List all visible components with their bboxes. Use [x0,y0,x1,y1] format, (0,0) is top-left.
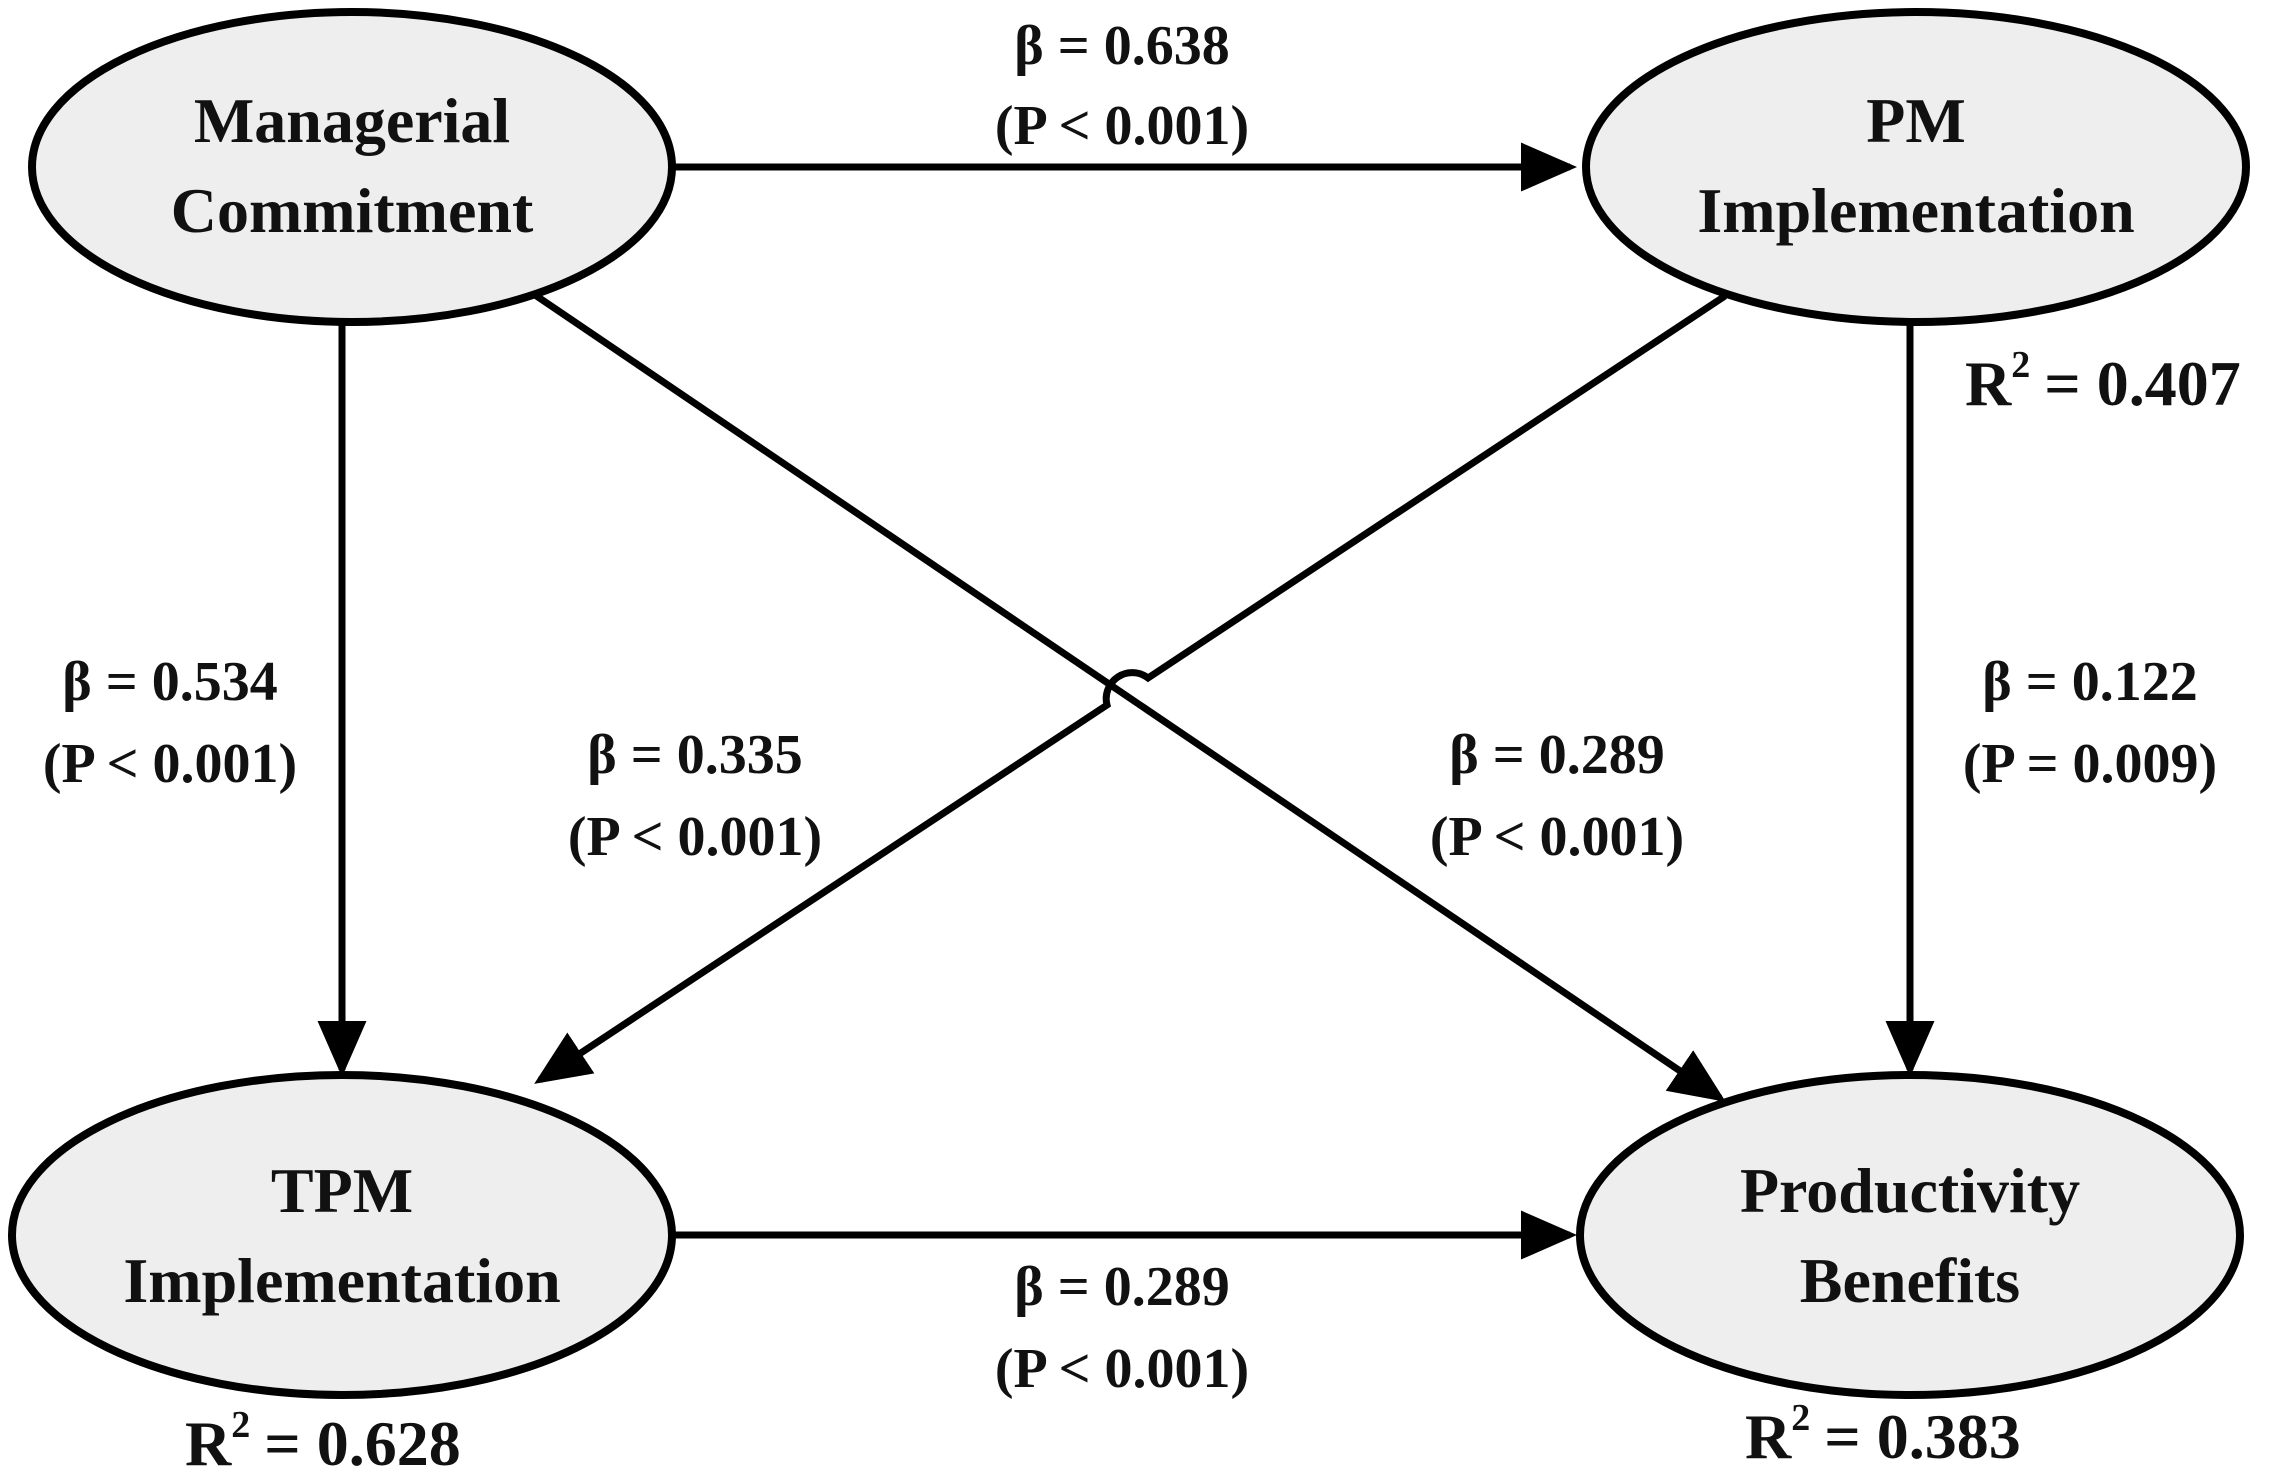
node-tpm-implementation-line1: TPM [271,1155,413,1226]
edge-mc-to-pb-label: β = 0.289 (P < 0.001) [1430,724,1684,868]
edge-tpm-to-pb-p: (P < 0.001) [995,1338,1249,1400]
r2-pb-value: = 0.383 [1824,1401,2020,1472]
r2-tpm-symbol: R [185,1408,232,1479]
r2-pm-symbol: R [1965,348,2012,419]
node-productivity-benefits-line1: Productivity [1740,1155,2080,1226]
node-productivity-benefits: Productivity Benefits [1576,1071,2244,1399]
r2-tpm-implementation: R2 = 0.628 [185,1404,461,1479]
edge-mc-to-pb-arrow [533,292,1726,1102]
node-pm-implementation-line1: PM [1866,85,1966,156]
r2-productivity-benefits: R2 = 0.383 [1745,1397,2021,1472]
edge-mc-to-pm-label: β = 0.638 (P < 0.001) [995,15,1249,157]
edge-pm-to-tpm-p: (P < 0.001) [568,806,822,868]
edge-mc-to-tpm-label: β = 0.534 (P < 0.001) [43,651,297,795]
edge-mc-to-tpm-p: (P < 0.001) [43,733,297,795]
r2-tpm-superscript: 2 [231,1404,250,1446]
edge-pm-to-pb-beta: β = 0.122 [1982,651,2197,713]
edge-tpm-to-pb-label: β = 0.289 (P < 0.001) [995,1256,1249,1400]
node-tpm-implementation-line2: Implementation [123,1245,560,1316]
edge-pm-to-tpm-beta: β = 0.335 [587,724,802,786]
edge-tpm-to-pb-beta: β = 0.289 [1014,1256,1229,1318]
r2-pm-superscript: 2 [2011,344,2030,386]
node-pm-implementation-line2: Implementation [1697,175,2134,246]
edge-mc-to-pb-beta: β = 0.289 [1449,724,1664,786]
r2-pb-superscript: 2 [1791,1397,1810,1439]
edge-mc-to-pm-p: (P < 0.001) [995,95,1249,157]
edge-pm-to-tpm-arrow [534,293,1727,1084]
r2-pb-symbol: R [1745,1401,1792,1472]
edge-pm-to-tpm-label: β = 0.335 (P < 0.001) [568,724,822,868]
node-managerial-commitment-line2: Commitment [171,175,534,246]
edge-pm-to-pb-label: β = 0.122 (P = 0.009) [1963,651,2217,795]
edge-mc-to-tpm-beta: β = 0.534 [62,651,277,713]
edge-mc-to-pm-beta: β = 0.638 [1014,15,1229,77]
node-managerial-commitment: Managerial Commitment [28,8,676,326]
node-productivity-benefits-line2: Benefits [1800,1245,2020,1316]
r2-tpm-value: = 0.628 [264,1408,460,1479]
node-pm-implementation: PM Implementation [1582,8,2250,326]
edge-mc-to-pb-p: (P < 0.001) [1430,806,1684,868]
r2-pm-value: = 0.407 [2044,348,2240,419]
node-tpm-implementation: TPM Implementation [8,1071,676,1399]
node-managerial-commitment-line1: Managerial [194,85,510,156]
edge-pm-to-pb-p: (P = 0.009) [1963,733,2217,795]
r2-pm-implementation: R2 = 0.407 [1965,344,2241,419]
